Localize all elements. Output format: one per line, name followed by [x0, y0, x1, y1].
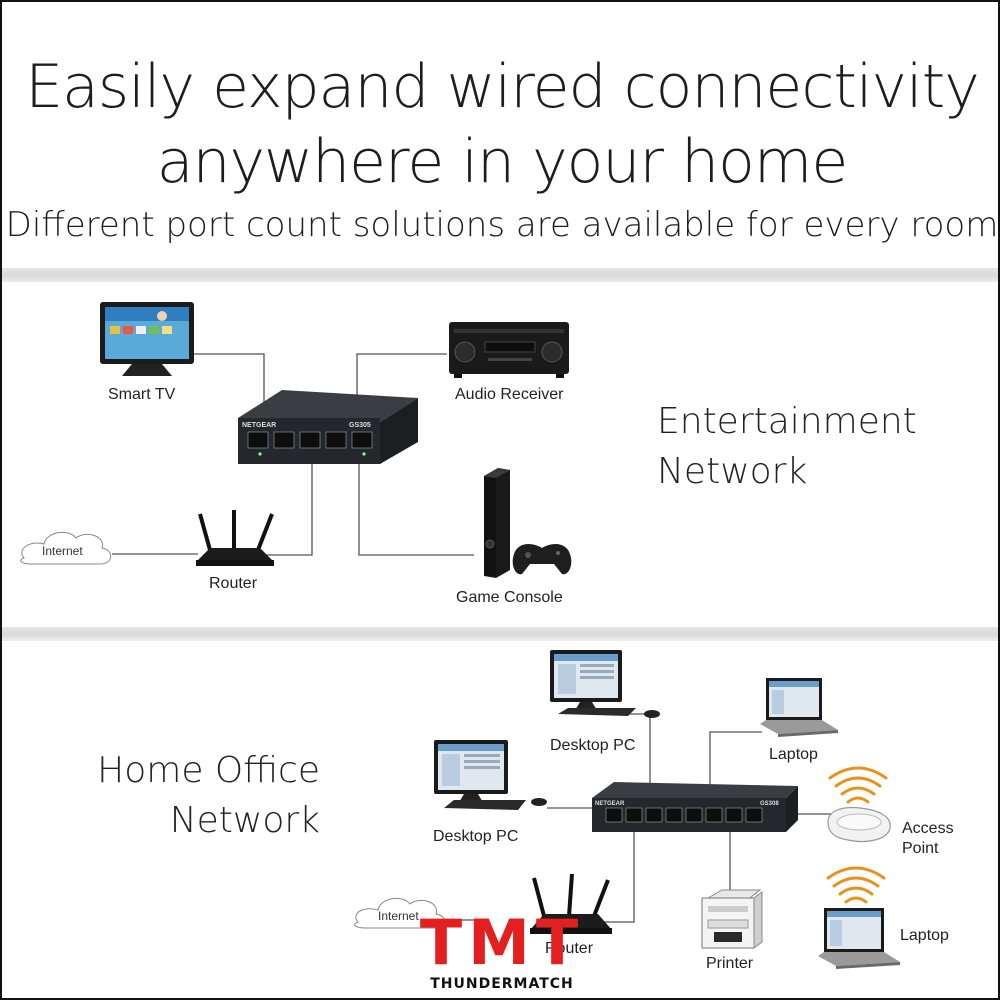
printer-label: Printer	[706, 955, 754, 972]
internet-label: Internet	[42, 544, 83, 558]
wifi-waves-icon	[828, 766, 888, 804]
switch-gs305-brand: NETGEAR	[242, 422, 276, 429]
smart-tv-label: Smart TV	[108, 386, 176, 403]
internet-cloud-icon	[20, 531, 112, 565]
cable-switch-router	[597, 832, 635, 923]
game-console-label: Game Console	[456, 589, 563, 606]
router-icon	[196, 510, 274, 566]
logo-letters: TMT	[419, 906, 585, 979]
audio-receiver-icon	[449, 322, 569, 378]
access-point-label-line-2: Point	[902, 840, 939, 857]
audio-receiver-label: Audio Receiver	[455, 386, 564, 403]
desktop-pc-left-label: Desktop PC	[433, 828, 519, 845]
smart-tv-icon	[100, 302, 194, 376]
switch-gs308-model: GS308	[760, 801, 779, 807]
laptop-bottom-icon	[818, 908, 900, 969]
laptop-top-icon	[760, 678, 838, 737]
office-title-line-1: Home Office	[97, 750, 320, 791]
entertainment-title-line-1: Entertainment	[657, 401, 917, 442]
desktop-pc-left-icon	[434, 740, 547, 810]
switch-gs308-icon	[592, 782, 798, 832]
access-point-icon	[827, 806, 891, 843]
laptop-bottom-label: Laptop	[900, 927, 949, 944]
logo-wordmark: THUNDERMATCH	[430, 976, 574, 992]
headline-line-1: Easily expand wired connectivity	[25, 52, 980, 122]
switch-gs308-brand: NETGEAR	[595, 801, 625, 807]
wifi-waves-bottom-icon	[826, 866, 886, 904]
switch-gs305-model: GS305	[349, 422, 371, 429]
section-divider-top	[2, 268, 998, 282]
printer-icon	[701, 889, 763, 949]
cable-switch-router	[260, 454, 313, 556]
thundermatch-logo: TMT THUNDERMATCH	[407, 910, 597, 994]
office-title-line-2: Network	[169, 800, 320, 841]
router-office-icon	[530, 873, 612, 934]
internet-office-label: Internet	[378, 909, 419, 923]
desktop-pc-top-label: Desktop PC	[550, 737, 636, 754]
switch-gs305-icon	[238, 390, 418, 464]
desktop-pc-top-icon	[550, 650, 660, 718]
router-office-label: Router	[545, 940, 594, 957]
access-point-label-line-1: Access	[902, 820, 954, 837]
laptop-top-label: Laptop	[769, 746, 818, 763]
cable-laptop-switch	[709, 731, 762, 798]
game-console-icon	[484, 468, 572, 578]
headline-line-2: anywhere in your home	[156, 127, 849, 197]
subheadline: Different port count solutions are avail…	[5, 205, 999, 245]
cable-switch-console	[358, 454, 474, 556]
entertainment-title-line-2: Network	[657, 451, 808, 492]
router-label: Router	[209, 575, 258, 592]
internet-cloud-office-icon	[354, 897, 446, 929]
section-divider-middle	[2, 627, 998, 641]
